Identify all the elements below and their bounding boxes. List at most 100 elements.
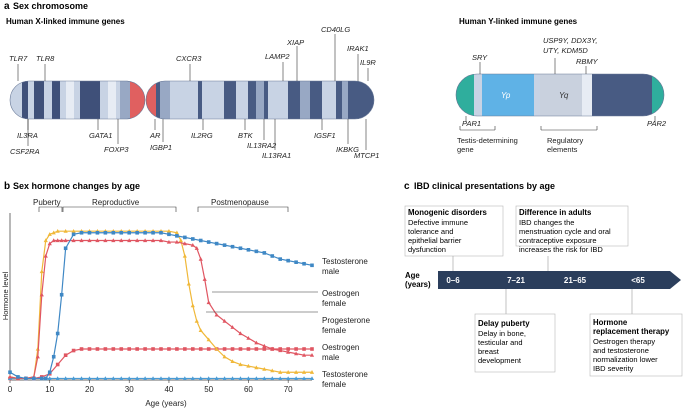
data-point bbox=[32, 376, 36, 381]
series-label-testosterone-male-2: male bbox=[322, 267, 340, 276]
hormone-title-line2: replacement therapy bbox=[593, 327, 670, 336]
data-point bbox=[301, 353, 307, 357]
y-labels: SRY USP9Y, DDX3Y, UTY, KDM5D RBMY PAR1 P… bbox=[457, 36, 667, 154]
x-axis-label: Age (years) bbox=[145, 399, 187, 408]
data-point bbox=[143, 347, 147, 351]
data-point bbox=[119, 376, 124, 381]
data-point bbox=[301, 370, 307, 374]
data-point bbox=[51, 230, 56, 235]
data-point bbox=[111, 347, 116, 351]
x-tick-label: 40 bbox=[164, 385, 173, 394]
series-testosterone-male bbox=[8, 230, 314, 381]
data-point bbox=[278, 348, 283, 353]
data-point bbox=[222, 243, 227, 247]
data-point bbox=[190, 376, 195, 381]
data-point bbox=[55, 331, 60, 336]
monogenic-line: dysfunction bbox=[408, 245, 446, 254]
data-point bbox=[190, 242, 195, 247]
data-point bbox=[254, 340, 259, 345]
monogenic-line: tolerance and bbox=[408, 227, 453, 236]
data-point bbox=[246, 376, 251, 381]
data-point bbox=[270, 254, 275, 258]
series-label-progesterone-female-2: female bbox=[322, 326, 347, 335]
hormone-line: IBD severity bbox=[593, 364, 634, 373]
data-point bbox=[174, 376, 179, 381]
x-gene-labels: TLR7 TLR8 CXCR3 LAMP2 XIAP CD40LG IRAK1 … bbox=[9, 25, 379, 160]
data-point bbox=[55, 376, 60, 381]
x-chromosome-long-arm bbox=[146, 81, 374, 119]
data-point bbox=[246, 347, 251, 351]
data-point bbox=[198, 256, 203, 261]
x-gene-pointer-lines bbox=[17, 34, 369, 150]
data-point bbox=[246, 363, 251, 368]
adults-box bbox=[515, 205, 629, 247]
series-label-testosterone-male-1: Testosterone bbox=[322, 257, 368, 266]
data-point bbox=[182, 376, 187, 381]
data-point bbox=[286, 347, 290, 351]
delay-box bbox=[474, 313, 556, 373]
data-point bbox=[309, 376, 315, 381]
data-point bbox=[135, 376, 140, 381]
data-point bbox=[63, 353, 68, 357]
data-point bbox=[35, 354, 40, 359]
delay-line: development bbox=[478, 356, 522, 365]
data-point bbox=[95, 238, 100, 243]
data-point bbox=[87, 238, 92, 243]
gene-label: AR bbox=[149, 131, 161, 140]
par1-label: PAR1 bbox=[462, 119, 481, 128]
data-point bbox=[111, 238, 116, 243]
gene-label: CXCR3 bbox=[176, 54, 202, 63]
regulatory-label-line2: elements bbox=[547, 145, 578, 154]
data-point bbox=[127, 347, 132, 351]
data-point bbox=[202, 277, 207, 281]
data-point bbox=[182, 241, 187, 246]
gene-label: SRY bbox=[472, 53, 488, 62]
panel-a-title: Sex chromosome bbox=[13, 1, 88, 11]
adults-line: contraceptive exposure bbox=[519, 236, 597, 245]
hormone-title-line1: Hormone bbox=[593, 318, 628, 327]
data-point bbox=[206, 347, 211, 351]
x-tick-label: 0 bbox=[8, 385, 13, 394]
gene-label: FOXP3 bbox=[104, 145, 129, 154]
data-point bbox=[51, 238, 56, 243]
data-point bbox=[103, 347, 108, 351]
data-point bbox=[198, 347, 203, 351]
data-point bbox=[71, 376, 76, 381]
gene-label: RBMY bbox=[576, 57, 599, 66]
data-point bbox=[238, 347, 243, 351]
series-label-oestrogen-female-1: Oestrogen bbox=[322, 289, 359, 298]
data-point bbox=[174, 230, 179, 235]
series-labels: Testosterone male Oestrogen female Proge… bbox=[322, 257, 371, 389]
data-point bbox=[127, 376, 132, 381]
gene-label: MTCP1 bbox=[354, 151, 379, 160]
data-point bbox=[158, 376, 164, 381]
data-point bbox=[278, 376, 283, 381]
delay-line: breast bbox=[478, 347, 500, 356]
data-point bbox=[310, 263, 314, 268]
data-point bbox=[174, 239, 179, 244]
data-point bbox=[167, 347, 171, 351]
data-point bbox=[190, 303, 195, 308]
hormone-line: Oestrogen therapy bbox=[593, 337, 655, 346]
y-gene-pointer-lines bbox=[459, 58, 656, 131]
data-point bbox=[87, 376, 92, 381]
data-point bbox=[222, 347, 227, 351]
data-point bbox=[47, 241, 52, 246]
data-point bbox=[183, 235, 187, 240]
data-point bbox=[79, 230, 84, 235]
adults-title: Difference in adults bbox=[519, 208, 592, 217]
data-point bbox=[59, 292, 64, 297]
data-point bbox=[95, 347, 100, 351]
data-point bbox=[254, 347, 259, 351]
data-point bbox=[246, 248, 251, 252]
data-point bbox=[194, 246, 199, 250]
gene-label: TLR7 bbox=[9, 54, 28, 63]
data-point bbox=[167, 232, 171, 237]
data-point bbox=[150, 376, 156, 381]
panel-b-letter: b bbox=[4, 181, 10, 192]
data-point bbox=[55, 229, 60, 233]
data-point bbox=[16, 375, 20, 379]
data-point bbox=[214, 312, 219, 317]
x-tick-label: 10 bbox=[45, 385, 54, 394]
x-linked-heading: Human X-linked immune genes bbox=[6, 17, 125, 26]
